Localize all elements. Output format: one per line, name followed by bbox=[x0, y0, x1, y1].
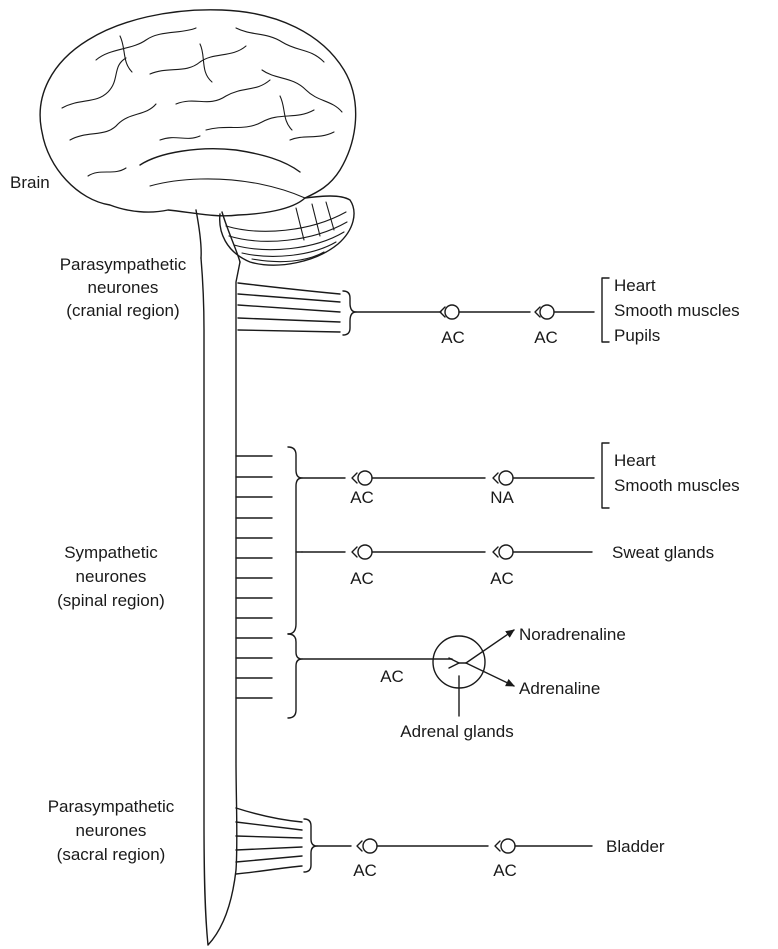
cranial-label-line2: neurones bbox=[88, 278, 159, 297]
brain-label: Brain bbox=[10, 173, 50, 192]
sacral-nerves bbox=[236, 808, 592, 874]
adrenal-gland bbox=[433, 630, 514, 716]
sympathetic-label-line1: Sympathetic bbox=[64, 543, 158, 562]
transmitter-label: AC bbox=[441, 328, 465, 347]
sympathetic-label-line3: (spinal region) bbox=[57, 591, 165, 610]
brain-illustration bbox=[40, 10, 356, 265]
sacral-label-line2: neurones bbox=[76, 821, 147, 840]
sympathetic-label-line2: neurones bbox=[76, 567, 147, 586]
transmitter-label: AC bbox=[490, 569, 514, 588]
cranial-label-line3: (cranial region) bbox=[66, 301, 179, 320]
cranial-label-line1: Parasympathetic bbox=[60, 255, 187, 274]
transmitter-label: AC bbox=[350, 488, 374, 507]
transmitter-label: NA bbox=[490, 488, 514, 507]
target-label: Sweat glands bbox=[612, 543, 714, 562]
target-label: Pupils bbox=[614, 326, 660, 345]
sacral-label-line3: (sacral region) bbox=[57, 845, 166, 864]
sacral-label-line1: Parasympathetic bbox=[48, 797, 175, 816]
spinal-cord bbox=[201, 258, 240, 945]
target-label: Smooth muscles bbox=[614, 476, 740, 495]
target-label: Bladder bbox=[606, 837, 665, 856]
transmitter-label: AC bbox=[353, 861, 377, 880]
adrenal-glands-label: Adrenal glands bbox=[400, 722, 513, 741]
sympathetic-nerves bbox=[236, 443, 609, 718]
transmitter-label: AC bbox=[493, 861, 517, 880]
transmitter-label: AC bbox=[534, 328, 558, 347]
target-label: Smooth muscles bbox=[614, 301, 740, 320]
transmitter-label: AC bbox=[380, 667, 404, 686]
target-label: Heart bbox=[614, 451, 656, 470]
hormone-label: Noradrenaline bbox=[519, 625, 626, 644]
transmitter-label: AC bbox=[350, 569, 374, 588]
target-label: Heart bbox=[614, 276, 656, 295]
hormone-label: Adrenaline bbox=[519, 679, 600, 698]
